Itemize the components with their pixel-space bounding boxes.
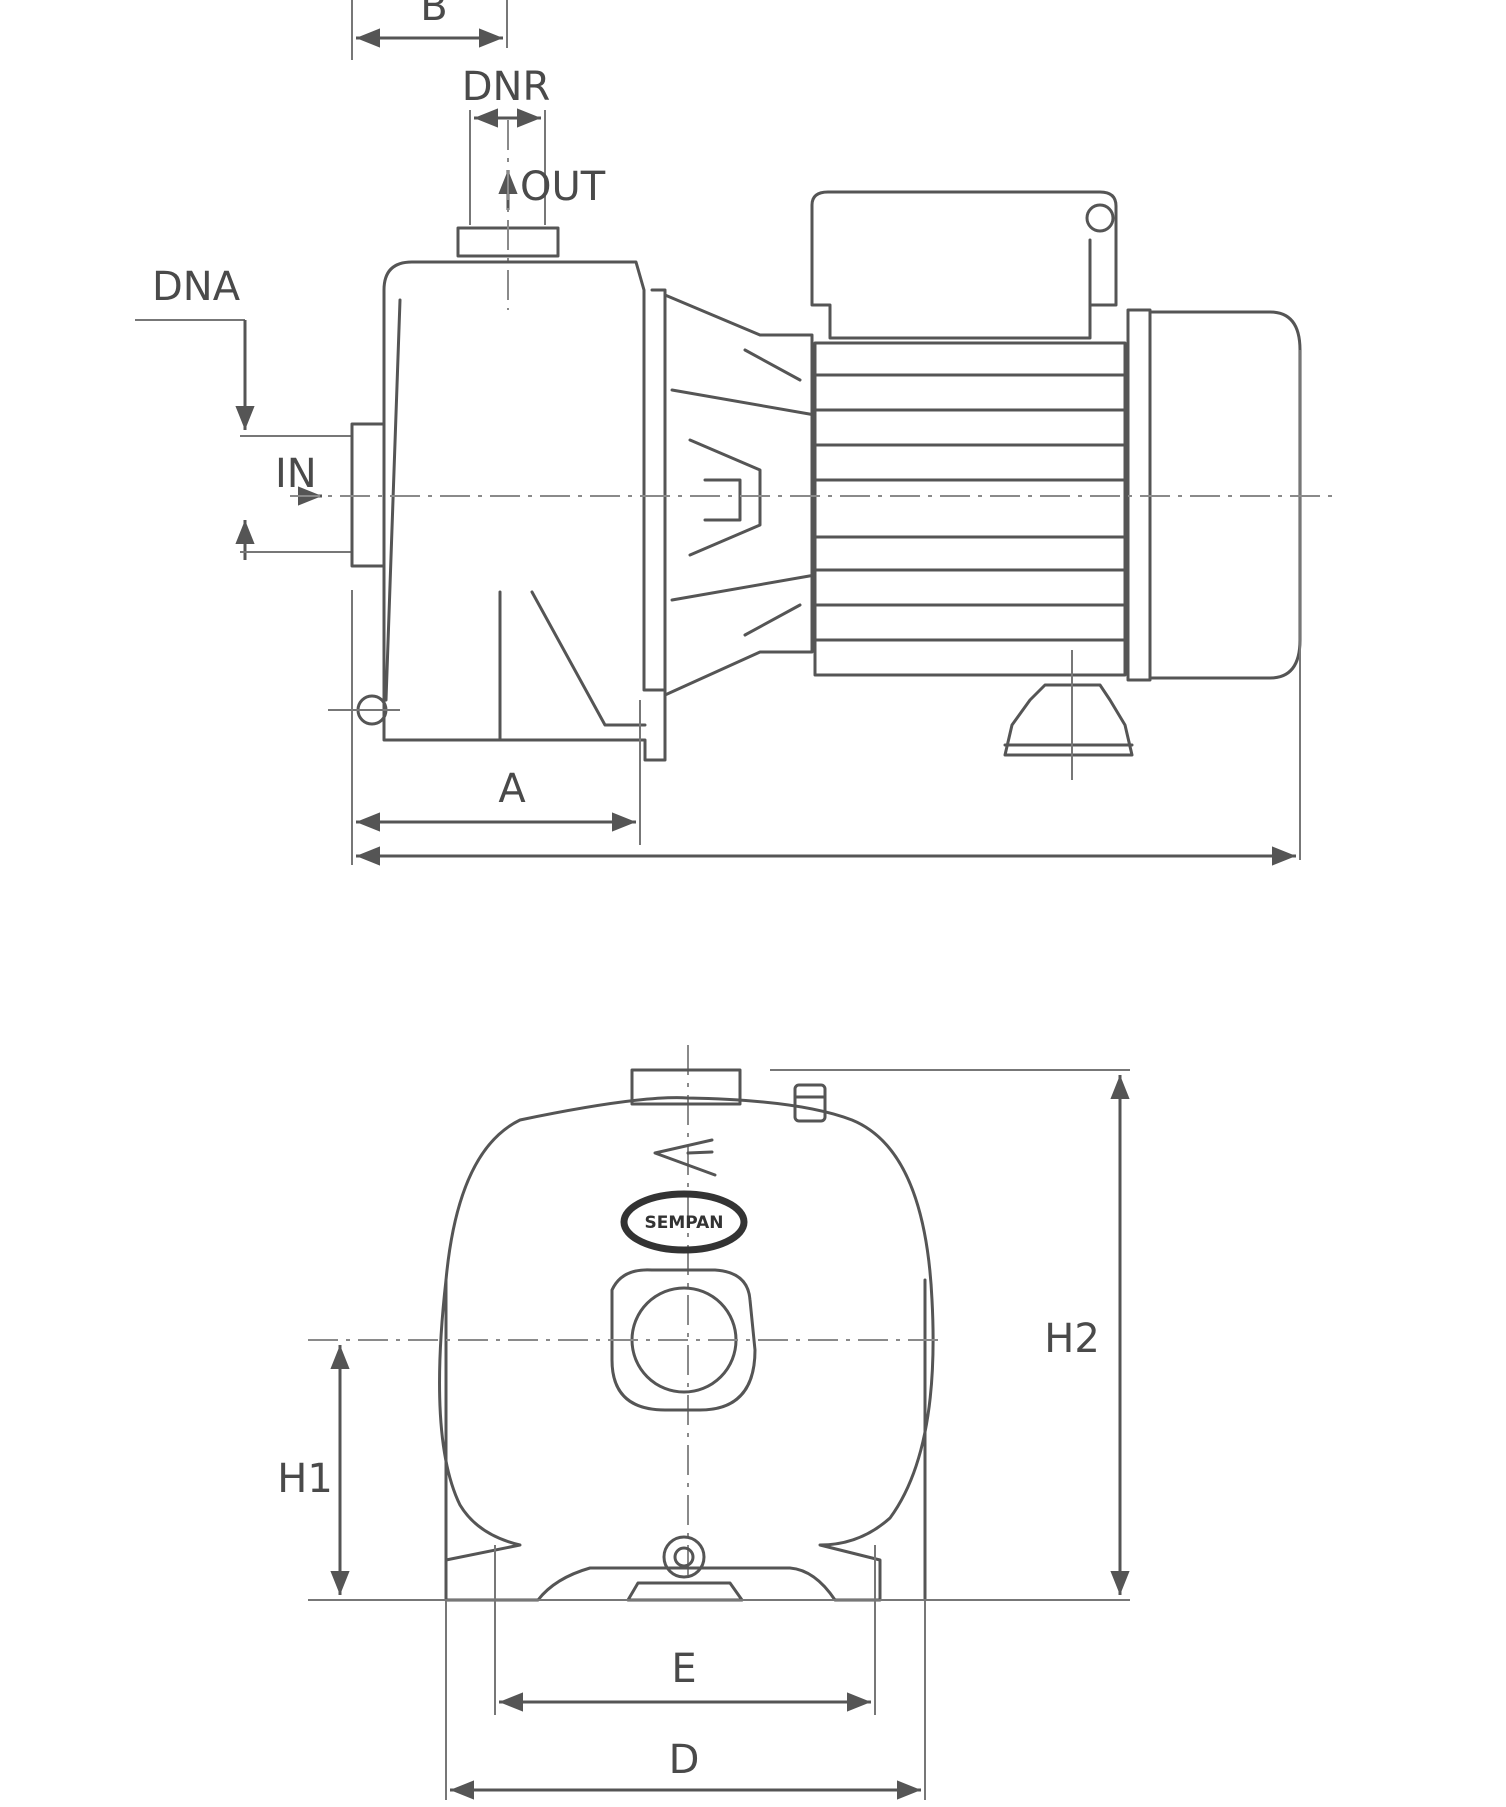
label-d: D [669, 1737, 700, 1783]
dimension-h1: H1 [277, 1345, 350, 1595]
label-h2: H2 [1044, 1316, 1100, 1362]
brand-logo: SEMPAN [620, 1190, 748, 1254]
label-out: OUT [520, 164, 606, 210]
dimension-a: A [356, 700, 641, 845]
terminal-box [810, 190, 1118, 340]
dimension-d: D [445, 1600, 926, 1800]
dimension-h2: H2 [1044, 1075, 1130, 1595]
label-h1: H1 [277, 1456, 333, 1502]
motor-bracket [650, 288, 817, 697]
priming-plug [793, 1083, 827, 1123]
dimension-e: E [494, 1545, 876, 1715]
label-b: B [420, 0, 447, 30]
dimension-b: B [351, 0, 508, 60]
pump-casing-front [438, 1096, 935, 1602]
pump-housing [328, 260, 667, 865]
motor-foot [1003, 650, 1134, 780]
discharge-stub [630, 1068, 742, 1106]
front-view: SEMPAN H1 H2 [277, 1045, 1130, 1800]
label-in: IN [275, 451, 317, 497]
label-e: E [671, 1646, 696, 1692]
rotation-arrow-icon [653, 1138, 717, 1177]
logo-text: SEMPAN [644, 1213, 723, 1233]
outlet-port: OUT [456, 120, 606, 310]
side-view: B DNR OUT DNA IN [135, 0, 1340, 866]
motor-end-cap [1126, 308, 1302, 860]
motor-body [813, 341, 1127, 677]
dimension-dnr: DNR [462, 64, 551, 225]
label-dnr: DNR [462, 64, 551, 110]
label-a: A [498, 766, 526, 812]
label-dna: DNA [152, 264, 241, 310]
dimension-dna: DNA [135, 264, 352, 560]
